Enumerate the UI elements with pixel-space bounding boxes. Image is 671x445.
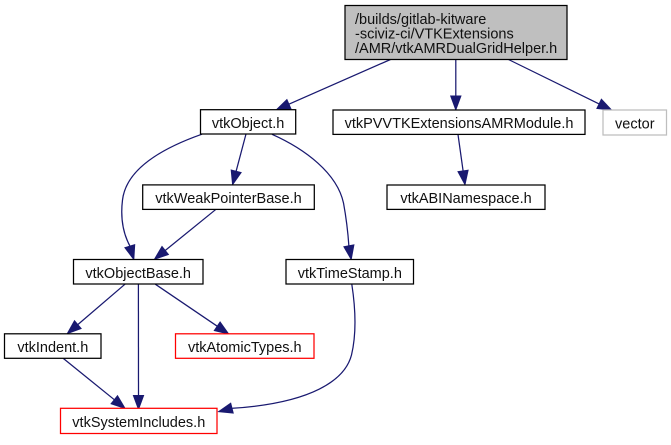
svg-text:vtkPVVTKExtensionsAMRModule.h: vtkPVVTKExtensionsAMRModule.h bbox=[345, 116, 574, 132]
svg-text:vector: vector bbox=[615, 117, 655, 133]
svg-text:/builds/gitlab-kitware: /builds/gitlab-kitware bbox=[355, 12, 486, 28]
svg-text:vtkObjectBase.h: vtkObjectBase.h bbox=[85, 266, 191, 282]
svg-text:vtkTimeStamp.h: vtkTimeStamp.h bbox=[298, 266, 402, 282]
svg-text:vtkObject.h: vtkObject.h bbox=[212, 116, 285, 132]
svg-text:vtkSystemIncludes.h: vtkSystemIncludes.h bbox=[72, 415, 205, 431]
svg-text:vtkABINamespace.h: vtkABINamespace.h bbox=[400, 191, 531, 207]
svg-text:vtkWeakPointerBase.h: vtkWeakPointerBase.h bbox=[155, 191, 301, 207]
svg-text:-sciviz-ci/VTKExtensions: -sciviz-ci/VTKExtensions bbox=[355, 27, 514, 43]
svg-text:/AMR/vtkAMRDualGridHelper.h: /AMR/vtkAMRDualGridHelper.h bbox=[355, 41, 557, 57]
svg-text:vtkAtomicTypes.h: vtkAtomicTypes.h bbox=[188, 340, 302, 356]
svg-text:vtkIndent.h: vtkIndent.h bbox=[17, 340, 88, 356]
